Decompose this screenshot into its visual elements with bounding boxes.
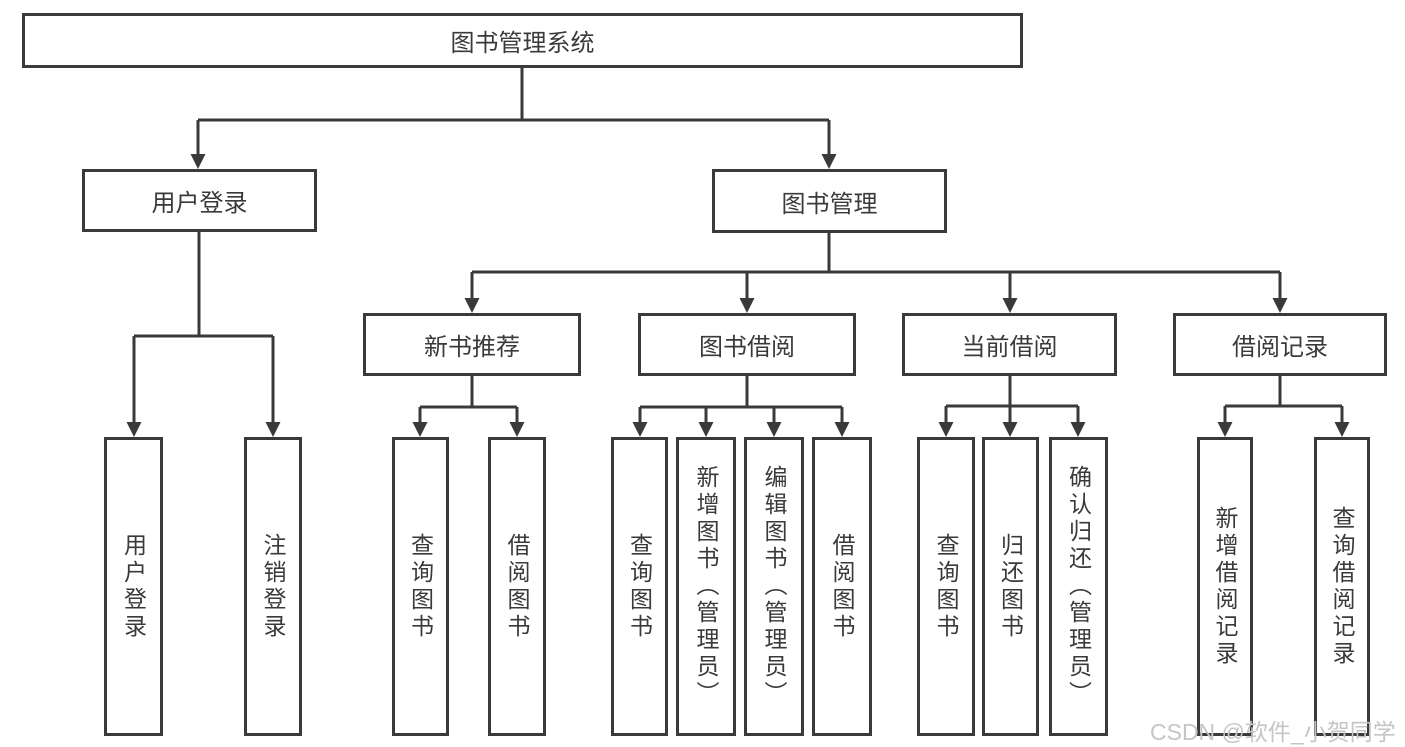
- leaf-borrow-books-borrowing: 借阅图书: [812, 437, 872, 736]
- leaf-edit-books-admin: 编辑图书（管理员）: [744, 437, 804, 736]
- leaf-user-login: 用户登录: [104, 437, 163, 736]
- node-new-book-recommend: 新书推荐: [363, 313, 581, 376]
- connector-borrowing-records-children: [1225, 376, 1342, 408]
- leaf-confirm-return-admin-label: 确认归还（管理员）: [1065, 465, 1092, 708]
- leaf-logout-login-label: 注销登录: [260, 532, 286, 641]
- leaf-query-books-current-label: 查询图书: [933, 532, 959, 641]
- leaf-add-books-admin-label: 新增图书（管理员）: [693, 465, 719, 708]
- leaf-query-books-borrowing-label: 查询图书: [626, 532, 653, 641]
- leaf-query-books-current: 查询图书: [917, 437, 975, 736]
- node-borrowing-records-label: 借阅记录: [1232, 334, 1328, 361]
- node-borrowing-records: 借阅记录: [1173, 313, 1387, 376]
- node-book-borrowing: 图书借阅: [638, 313, 856, 376]
- node-current-borrowing: 当前借阅: [902, 313, 1117, 376]
- connector-book-management-children: [472, 233, 1280, 274]
- csdn-watermark: CSDN @软件_小贺同学: [1150, 719, 1396, 745]
- node-current-borrowing-label: 当前借阅: [961, 334, 1058, 361]
- leaf-return-books: 归还图书: [982, 437, 1039, 736]
- leaf-borrow-books-recommend: 借阅图书: [488, 437, 546, 736]
- leaf-add-borrow-record: 新增借阅记录: [1197, 437, 1253, 736]
- node-book-management-label: 图书管理: [781, 190, 878, 218]
- node-user-login: 用户登录: [82, 169, 317, 232]
- leaf-borrow-books-borrowing-label: 借阅图书: [829, 532, 855, 641]
- node-user-login-label: 用户登录: [151, 190, 248, 217]
- leaf-edit-books-admin-label: 编辑图书（管理员）: [761, 465, 787, 708]
- leaf-add-borrow-record-label: 新增借阅记录: [1212, 505, 1238, 668]
- node-root: 图书管理系统: [22, 13, 1023, 68]
- connector-root-to-level2: [198, 68, 829, 122]
- leaf-return-books-label: 归还图书: [997, 532, 1024, 641]
- leaf-user-login-label: 用户登录: [120, 532, 147, 641]
- leaf-borrow-books-recommend-label: 借阅图书: [504, 532, 530, 641]
- connector-current-borrowing-children: [946, 376, 1078, 408]
- leaf-query-books-recommend: 查询图书: [392, 437, 449, 736]
- leaf-query-borrow-record-label: 查询借阅记录: [1329, 505, 1355, 668]
- leaf-query-books-borrowing: 查询图书: [611, 437, 668, 736]
- node-book-management: 图书管理: [712, 169, 947, 233]
- leaf-logout-login: 注销登录: [244, 437, 302, 736]
- connector-new-book-children: [420, 376, 517, 409]
- leaf-query-borrow-record: 查询借阅记录: [1314, 437, 1370, 736]
- node-book-borrowing-label: 图书借阅: [699, 334, 795, 361]
- leaf-query-books-recommend-label: 查询图书: [407, 532, 434, 641]
- node-root-label: 图书管理系统: [450, 30, 595, 57]
- leaf-add-books-admin: 新增图书（管理员）: [676, 437, 736, 736]
- leaf-confirm-return-admin: 确认归还（管理员）: [1049, 437, 1108, 736]
- connector-user-login-children: [134, 232, 273, 338]
- connector-book-borrowing-children: [640, 376, 842, 409]
- node-new-book-recommend-label: 新书推荐: [424, 334, 520, 361]
